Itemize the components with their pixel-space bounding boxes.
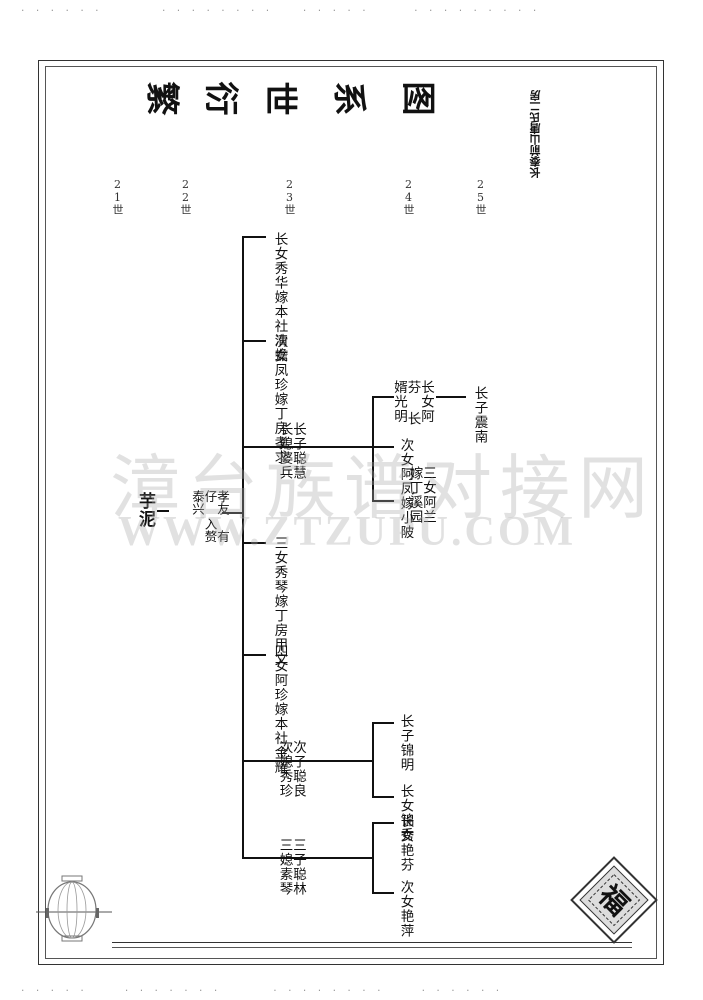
gen24-person: 长女艳芬 bbox=[397, 814, 414, 872]
connector-line bbox=[242, 654, 266, 656]
gen23-person: 次子聪良 次媳秀珍 bbox=[276, 740, 307, 798]
gen24-trunk bbox=[372, 396, 374, 500]
fu-seal-icon: 福 bbox=[570, 856, 658, 944]
watermark-url: WWW.ZTZUPU.COM bbox=[118, 509, 577, 555]
gen24-person: 长女锦秀 bbox=[397, 784, 414, 842]
connector-line bbox=[242, 857, 372, 859]
gen23-person: 次女凤珍嫁丁房孝求 bbox=[271, 334, 288, 465]
connector-line bbox=[222, 512, 242, 514]
generation-label: 23世 bbox=[283, 178, 296, 215]
connector-line bbox=[372, 822, 394, 824]
gen24-person: 次女艳萍 bbox=[397, 880, 414, 938]
gen22-person: 孝友 有仔 入赘泰兴 bbox=[190, 490, 230, 543]
connector-line bbox=[157, 510, 169, 512]
connector-line bbox=[372, 446, 394, 448]
gen23-person: 四女阿珍嫁本社金耀 bbox=[271, 644, 288, 775]
generation-label: 22世 bbox=[179, 178, 192, 215]
connector-line bbox=[242, 542, 266, 544]
gen23-person: 长子聪慧 长媳婆兵 bbox=[276, 422, 307, 480]
title-char: 衍 bbox=[200, 81, 241, 116]
lantern-icon bbox=[36, 875, 112, 942]
generation-label: 24世 bbox=[402, 178, 415, 215]
connector-line bbox=[372, 722, 394, 724]
gen24-trunk bbox=[372, 822, 374, 892]
connector-line bbox=[242, 760, 372, 762]
gen23-person: 长女秀华嫁本社清蟾 bbox=[271, 232, 288, 363]
scan-noise-bottom: . . . . . . . . . . . . . . . . . . . . … bbox=[20, 984, 503, 994]
branch-label: 长泰前山唐氏二房 bbox=[529, 90, 542, 178]
page-border-outer bbox=[38, 60, 664, 965]
connector-line bbox=[372, 892, 394, 894]
gen23-person: 三子聪林 三媳素琴 bbox=[276, 838, 307, 896]
title-char: 世 bbox=[259, 81, 300, 116]
title-char: 繁 bbox=[141, 81, 182, 116]
gen24-person: 长女阿芬 长婿光明 bbox=[391, 380, 434, 426]
connector-line bbox=[372, 396, 394, 398]
connector-line bbox=[242, 236, 266, 238]
gen24-person: 三女阿兰嫁丁溪园 bbox=[406, 466, 437, 524]
gen23-trunk bbox=[242, 236, 244, 858]
root-ancestor-name: 芋泥 bbox=[135, 492, 155, 528]
connector-line bbox=[242, 446, 372, 448]
gen23-person: 三女秀琴嫁丁房甲文 bbox=[271, 536, 288, 667]
watermark-chinese: 漳台族谱对接网 bbox=[110, 447, 656, 529]
title-char: 系 bbox=[328, 81, 369, 116]
bottom-rule-bottom bbox=[112, 947, 632, 948]
scan-noise-top: . . . . . . . . . . . . . . . . . . . . … bbox=[20, 4, 540, 14]
connector-line bbox=[372, 500, 394, 502]
generation-label: 25世 bbox=[474, 178, 487, 215]
connector-line bbox=[436, 396, 466, 398]
connector-line bbox=[242, 340, 266, 342]
gen24-person: 次女阿凤嫁小陂 bbox=[397, 438, 414, 540]
gen25-person: 长子震南 bbox=[471, 386, 488, 444]
bottom-rule-top bbox=[112, 942, 632, 944]
gen24-trunk bbox=[372, 722, 374, 796]
page-border-inner bbox=[45, 66, 657, 959]
gen24-person: 长子锦明 bbox=[397, 714, 414, 772]
generation-label: 21世 bbox=[111, 178, 124, 215]
title-char: 图 bbox=[397, 81, 438, 116]
connector-line bbox=[372, 796, 394, 798]
